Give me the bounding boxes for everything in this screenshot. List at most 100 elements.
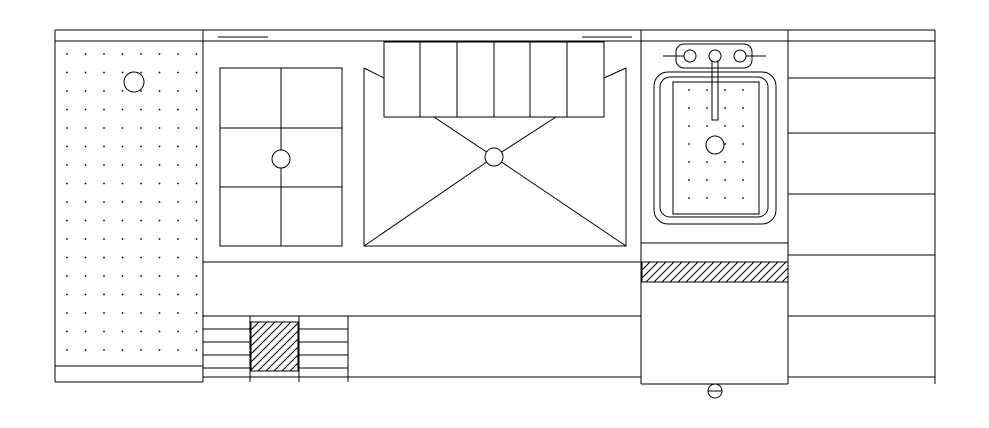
pattern-dot [195, 71, 198, 74]
faucet-handle-center [709, 50, 721, 62]
pattern-dot [103, 201, 105, 203]
pattern-dot [158, 330, 161, 333]
hatch-line [266, 322, 315, 371]
pattern-dot [84, 164, 87, 166]
pattern-dot [195, 164, 198, 166]
pattern-dot [742, 179, 744, 181]
pattern-dot [195, 219, 198, 222]
pattern-dot [742, 197, 744, 199]
pattern-dot [158, 275, 161, 277]
pattern-dot [84, 90, 87, 92]
pattern-dot [66, 145, 68, 148]
hatch-line [702, 262, 722, 282]
pattern-dot [688, 197, 690, 199]
hatch-line [234, 322, 283, 371]
pattern-dot [158, 256, 161, 259]
hatch-line [662, 262, 682, 282]
pattern-dot [121, 182, 124, 185]
pattern-dot [195, 201, 198, 203]
pattern-dot [177, 349, 179, 351]
pattern-dot [121, 145, 124, 148]
griddle-grid [220, 68, 342, 246]
pattern-dot [84, 219, 87, 222]
pattern-dot [158, 90, 161, 92]
pattern-dot [121, 164, 124, 166]
pattern-dot [66, 53, 68, 55]
pattern-dot [103, 256, 105, 259]
fryer-basket [673, 82, 759, 214]
hatch-line [678, 262, 698, 282]
pattern-dot [688, 143, 690, 145]
burner-array [384, 42, 604, 117]
pattern-dot [103, 293, 105, 296]
pattern-dot [742, 125, 744, 127]
pattern-dot [66, 330, 68, 333]
pattern-dot [66, 219, 68, 222]
pattern-dot [121, 127, 124, 129]
drain-symbol [708, 384, 722, 398]
pattern-dot [140, 71, 142, 74]
pattern-dot [66, 256, 68, 259]
pattern-dot [121, 349, 124, 351]
hatch-line [638, 262, 658, 282]
fryer-knob [706, 136, 724, 154]
hatch-line [742, 262, 762, 282]
pattern-dot [195, 108, 198, 111]
pattern-dot [121, 275, 124, 277]
pattern-dot [195, 330, 198, 333]
pattern-dot [195, 349, 198, 351]
pattern-dot [195, 293, 198, 296]
pattern-dot [84, 127, 87, 129]
pattern-dot [121, 71, 124, 74]
pattern-dot [177, 256, 179, 259]
pattern-dot [66, 108, 68, 111]
pattern-dot [84, 349, 87, 351]
pattern-dot [724, 89, 726, 91]
pattern-dot [158, 182, 161, 185]
left-dotted-panel [55, 30, 203, 382]
lower-drawers [202, 316, 641, 382]
hatch-line [734, 262, 754, 282]
griddle-knob [272, 150, 290, 168]
dot-pattern [66, 53, 198, 351]
pattern-dot [103, 164, 105, 166]
hatch-line [226, 322, 275, 371]
hatch-line [282, 322, 331, 371]
pattern-dot [66, 90, 68, 92]
pattern-dot [84, 312, 87, 314]
pattern-dot [724, 125, 726, 127]
pattern-dot [158, 201, 161, 203]
pattern-dot [103, 145, 105, 148]
pattern-dot [66, 275, 68, 277]
faucet-handle-right [734, 50, 746, 62]
pattern-dot [158, 238, 161, 240]
pattern-dot [103, 127, 105, 129]
pattern-dot [158, 164, 161, 166]
hatch-line [346, 322, 395, 371]
pattern-dot [724, 179, 726, 181]
pattern-dot [158, 219, 161, 222]
pattern-dot [121, 90, 124, 92]
pattern-dot [195, 182, 198, 185]
pattern-dot [742, 107, 744, 109]
pattern-dot [66, 71, 68, 74]
pattern-dot [724, 107, 726, 109]
pattern-dot [121, 256, 124, 259]
pattern-dot [84, 256, 87, 259]
hatch-line [774, 262, 794, 282]
pattern-dot [140, 182, 142, 185]
pattern-dot [103, 238, 105, 240]
griddle-and-oven [203, 30, 641, 384]
hatch-line [630, 262, 650, 282]
pattern-dot [158, 127, 161, 129]
pattern-dot [84, 238, 87, 240]
pattern-dot [158, 71, 161, 74]
pattern-dot [103, 349, 105, 351]
pattern-dot [177, 71, 179, 74]
pattern-dot [177, 312, 179, 314]
pattern-dot [66, 164, 68, 166]
pattern-dot [177, 275, 179, 277]
pattern-dot [140, 349, 142, 351]
pattern-dot [706, 89, 708, 91]
